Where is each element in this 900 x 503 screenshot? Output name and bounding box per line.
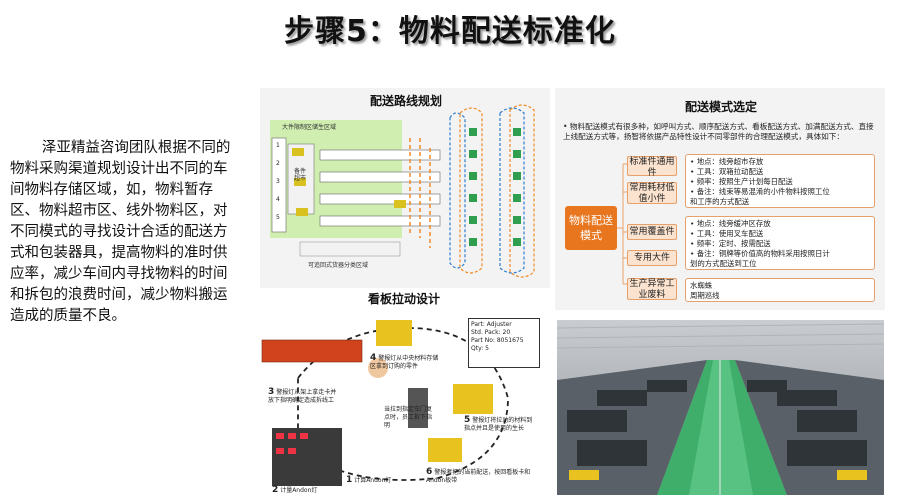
route-planning-panel: 配送路线规划 大件限制区储生区域 备件超市 可追回式货器分	[260, 88, 550, 288]
step-text: 警报灯将拉动的材料到指点并且是使用的生长	[464, 417, 533, 432]
step-text: 警报者把的当前配送，按回看板卡和Andon板带	[426, 469, 531, 484]
mode-box-3: 水蜘蛛 周期巡线	[685, 278, 875, 302]
mode-box-2-line: 划的方式配送到工位	[690, 259, 757, 268]
kanban-step-2: 2 计量Andon灯	[272, 486, 352, 495]
mode-box-1-line: • 频率：按照生产计划每日配送	[690, 177, 793, 186]
mode-box-1: • 地点：线旁超市存放 • 工具：双箱拉动配送 • 频率：按照生产计划每日配送 …	[685, 154, 875, 208]
kanban-card: Part: Adjuster Std. Pack: 20 Part No: 80…	[468, 318, 540, 368]
route-row-1: 1	[276, 142, 280, 149]
mode-cat-large-parts: 专用大件	[627, 250, 677, 266]
route-diagram	[270, 104, 535, 278]
kanban-card-line: Std. Pack: 20	[471, 329, 511, 336]
factory-photo	[557, 320, 884, 495]
mode-box-1-line: 和工序的方式配送	[690, 197, 750, 206]
mode-box-2-line: • 频率：定时、按需配送	[690, 239, 771, 248]
mode-title: 配送模式选定	[685, 100, 758, 114]
mode-box-3-line: 水蜘蛛	[690, 281, 713, 290]
mode-cat-standard: 标准件通用件	[627, 156, 677, 178]
kanban-step-5: 5 警报灯将拉动的材料到指点并且是使用的生长	[464, 416, 538, 433]
kanban-panel: 看板拉动设计 Part: Adjuster Std. Pack: 20 Part…	[258, 288, 548, 498]
route-row-5: 5	[276, 214, 280, 221]
intro-text: 泽亚精益咨询团队根据不同的物料采购渠道规划设计出不同的车间物料存储区域，如，物料…	[10, 140, 231, 324]
mode-cat-waste: 生产异常工业废料	[627, 278, 677, 300]
mode-box-2: • 地点：线旁缓冲区存放 • 工具：使用叉车配送 • 频率：定时、按需配送 • …	[685, 216, 875, 270]
route-row-4: 4	[276, 196, 280, 203]
kanban-center-note: 当拉到指定车门复点时，员工拆下指明	[384, 406, 433, 429]
step-number: 4	[370, 353, 377, 363]
step-text: 警报灯从中央材料存储区拿到订购的零件	[370, 355, 439, 370]
route-store-label: 备件超市	[294, 168, 307, 182]
kanban-card-line: Qty: 5	[471, 345, 489, 352]
mode-description: • 物料配送模式有很多种，如呼叫方式、顺序配送方式、看板配送方式、加满配送方式、…	[563, 122, 874, 141]
route-top-label: 大件限制区储生区域	[282, 124, 337, 131]
mode-box-2-line: • 工具：使用叉车配送	[690, 229, 764, 238]
step-text: 计算Andon灯	[354, 477, 392, 484]
mode-connectors	[617, 163, 627, 285]
page-title: 步骤5：物料配送标准化	[284, 14, 616, 49]
kanban-card-title: Part: Adjuster	[471, 321, 512, 328]
step-text: 计量Andon灯	[280, 487, 318, 494]
kanban-step-3: 3 警报灯从架上拿走卡并放下指明确定造成拆线工	[268, 388, 338, 405]
step-number: 1	[346, 475, 353, 485]
mode-box-1-line: • 备注：线束等易混淆的小件物料按照工位	[690, 187, 830, 196]
delivery-mode-panel: 配送模式选定 • 物料配送模式有很多种，如呼叫方式、顺序配送方式、看板配送方式、…	[555, 88, 885, 310]
mode-box-2-line: • 备注：铜牌等价值高的物料采用按照日计	[690, 249, 830, 258]
kanban-step-1: 1 计算Andon灯	[346, 476, 416, 485]
step-number: 3	[268, 387, 275, 397]
step-text: 警报灯从架上拿走卡并放下指明确定造成拆线工	[268, 389, 337, 404]
step-number: 6	[426, 467, 433, 477]
route-bottom-label: 可追回式货器分类区域	[308, 262, 369, 269]
route-row-3: 3	[276, 178, 280, 185]
mode-root: 物料配送模式	[565, 206, 617, 250]
kanban-step-4: 4 警报灯从中央材料存储区拿到订购的零件	[370, 354, 440, 371]
kanban-card-line: Part No: 8051675	[471, 337, 524, 344]
kanban-title: 看板拉动设计	[368, 292, 441, 306]
kanban-step-6: 6 警报者把的当前配送，按回看板卡和Andon板带	[426, 468, 536, 485]
factory-floor-image	[557, 320, 884, 495]
step-number: 2	[272, 485, 279, 495]
mode-box-3-line: 周期巡线	[690, 291, 720, 300]
mode-box-2-line: • 地点：线旁缓冲区存放	[690, 219, 771, 228]
mode-cat-consumables: 常用耗材低值小件	[627, 182, 677, 204]
mode-box-1-line: • 地点：线旁超市存放	[690, 157, 764, 166]
step-number: 5	[464, 415, 471, 425]
mode-box-1-line: • 工具：双箱拉动配送	[690, 167, 764, 176]
mode-cat-cover-parts: 常用覆盖件	[627, 224, 677, 240]
kanban-diagram	[261, 320, 509, 486]
route-title: 配送路线规划	[370, 94, 443, 108]
route-row-2: 2	[276, 160, 280, 167]
